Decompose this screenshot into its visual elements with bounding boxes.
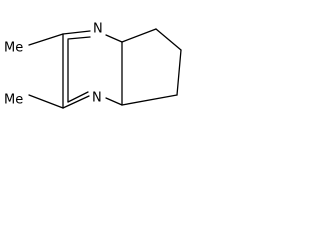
bond-me-bottom-to-c3 (28, 94, 64, 109)
bond-c4a-c5 (121, 28, 157, 43)
atom-n-bottom-label: N (92, 91, 102, 106)
molecule-structure: N N Me Me (4, 22, 182, 109)
methyl-top-label: Me (4, 41, 23, 56)
atom-n-top-label: N (93, 22, 103, 37)
bond-me-top-to-c2 (28, 33, 64, 46)
bond-c2-n-top (62, 30, 91, 35)
bond-c7-c7a (121, 94, 178, 106)
bond-c3-n-bottom-double (67, 91, 89, 103)
bond-c5-c6 (155, 28, 182, 51)
bond-c3-n-bottom (62, 95, 90, 109)
methyl-bottom-label: Me (4, 93, 23, 108)
bond-n-bottom-c7a (105, 97, 123, 106)
bond-n-top-c4a (105, 34, 123, 43)
bond-c6-c7 (176, 49, 182, 96)
bond-c2-n-top-double (67, 36, 91, 40)
